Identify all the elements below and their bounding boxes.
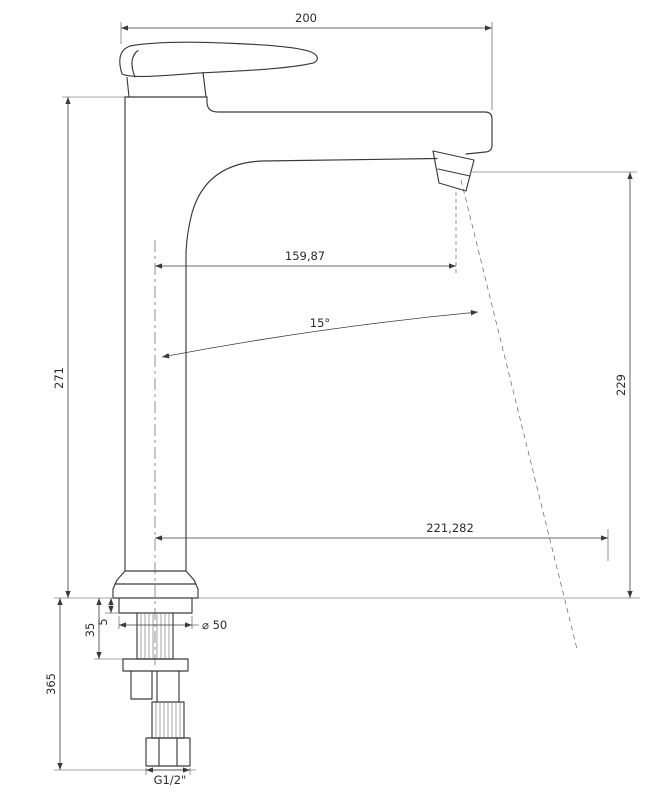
hex-nut-facets [158, 737, 178, 767]
dim-label-base-diameter: ⌀ 50 [202, 618, 227, 632]
mounting-plate [118, 597, 193, 614]
dim-label-plate-thickness: 5 [96, 618, 110, 625]
dim-shank-length: 35 [83, 598, 123, 660]
dim-label-spout-angle: 15° [310, 316, 330, 330]
dim-base-diameter: ⌀ 50 [118, 616, 227, 632]
dim-label-connection-thread: G1/2" [154, 773, 187, 787]
dim-outlet-height: 229 [472, 171, 637, 598]
hose-port [130, 670, 153, 700]
dim-plate-thickness: 5 [96, 598, 119, 626]
tail-pipe [156, 670, 180, 703]
faucet-outline [112, 41, 493, 767]
water-stream-line [460, 179, 578, 650]
aerator [432, 150, 475, 192]
dim-label-spout-reach: 159,87 [285, 249, 325, 263]
dim-label-stream-reach: 221,282 [426, 521, 474, 535]
shank-thread-hatch [140, 614, 170, 658]
dim-top-width: 200 [120, 11, 493, 110]
dim-body-height: 271 [52, 96, 125, 598]
dim-label-outlet-height: 229 [614, 374, 628, 396]
handle-detail-line [131, 49, 139, 78]
base-flare [112, 570, 199, 599]
dimensions: 200 159,87 15° 271 365 229 2 [44, 11, 637, 787]
hex-nut [145, 737, 191, 767]
dim-stream-reach: 221,282 [155, 521, 609, 561]
spout-underside [185, 157, 438, 572]
aerator-detail-line [437, 168, 471, 177]
dim-label-shank-length: 35 [83, 623, 97, 638]
tail-thread [151, 701, 185, 739]
spout-body [206, 96, 493, 155]
dim-spout-reach: 159,87 [155, 249, 456, 269]
lower-flange [122, 658, 189, 672]
handle [119, 41, 318, 78]
dim-label-body-height: 271 [52, 367, 66, 389]
dim-connection-thread: G1/2" [145, 767, 191, 787]
dim-label-top-width: 200 [295, 11, 317, 25]
reference-lines [54, 179, 640, 665]
dim-label-under-counter-length: 365 [44, 673, 58, 695]
tail-thread-hatch [155, 703, 181, 737]
neck [124, 71, 208, 98]
dim-spout-angle: 15° [161, 309, 479, 359]
